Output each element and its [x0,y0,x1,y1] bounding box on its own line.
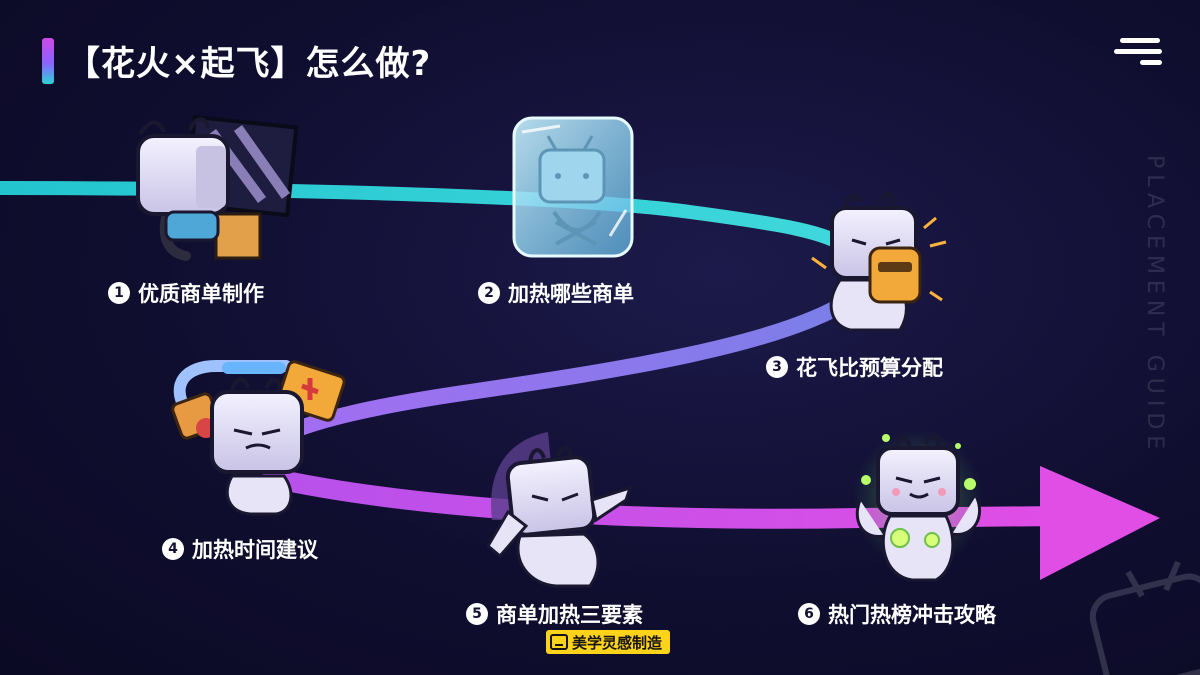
flow-path-purple [264,292,858,448]
flow-arrow-head [1040,466,1160,580]
tv-mascot-power-glove-icon [811,192,947,332]
tv-mascot-with-magnet-icon [171,360,346,516]
step-6-number: 6 [798,603,820,625]
step-5-text: 商单加热三要素 [496,603,643,627]
flow-path-cyan [0,181,857,257]
step-2-label: 2 加热哪些商单 [478,278,634,308]
step-3-text: 花飞比预算分配 [796,356,943,380]
step-6-label: 6 热门热榜冲击攻略 [798,599,996,629]
step-5-label: 5 商单加热三要素 [466,599,643,629]
mascot-watermark-icon [1089,560,1200,675]
credit-text: 美学灵感制造 [572,633,663,652]
tv-logo-icon [550,634,568,650]
step-2-text: 加热哪些商单 [508,282,634,306]
step-5-number: 5 [466,603,488,625]
page-title: 【花火×起飞】怎么做? [66,44,432,84]
side-watermark-text: PLACEMENT GUIDE [1142,155,1167,456]
credit-badge: 美学灵感制造 [546,630,671,654]
tv-mascot-dabbing-icon [486,432,633,588]
menu-icon[interactable] [1114,36,1166,66]
step-2-number: 2 [478,282,500,304]
step-4-text: 加热时间建议 [192,538,318,562]
step-1-label: 1 优质商单制作 [108,278,264,308]
step-1-text: 优质商单制作 [138,282,264,306]
step-4-number: 4 [162,538,184,560]
step-3-number: 3 [766,356,788,378]
step-3-label: 3 花飞比预算分配 [766,352,943,382]
title-accent-bar [42,38,54,84]
step-1-number: 1 [108,282,130,304]
tv-mascot-at-computer-icon [136,114,299,261]
step-6-text: 热门热榜冲击攻略 [828,603,996,627]
tv-mascot-casting-energy-icon [852,430,984,582]
tv-mascot-in-ice-block-icon [512,116,634,258]
step-4-label: 4 加热时间建议 [162,534,318,564]
